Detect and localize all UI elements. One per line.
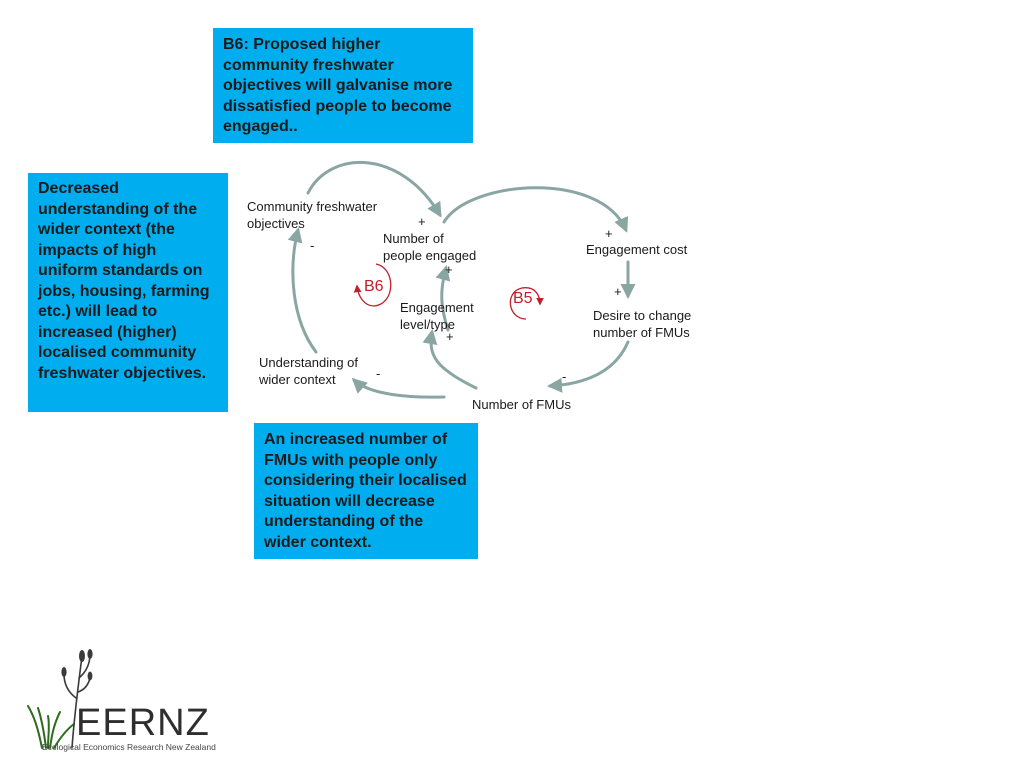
variable-understanding: Understanding of wider context: [259, 355, 359, 387]
eernz-logo: [27, 649, 93, 749]
logo-tagline: Ecological Economics Research New Zealan…: [42, 742, 216, 752]
sign-objectives-to-engaged: +: [418, 214, 426, 229]
link-understanding-to-objectives: [287, 227, 318, 354]
variable-community-objectives: Community freshwater objectives: [247, 199, 378, 231]
sign-level-to-engaged: +: [445, 262, 453, 277]
variable-desire-change: Desire to change number of FMUs: [593, 308, 692, 340]
variable-people-engaged: Number of people engaged: [383, 231, 477, 263]
variable-engagement-cost: Engagement cost: [586, 242, 688, 257]
link-fmus-to-understanding: [351, 377, 446, 399]
link-objectives-to-engaged: [306, 160, 442, 218]
logo-wordmark: EERNZ: [76, 702, 210, 744]
sign-desire-to-fmus: -: [562, 369, 567, 384]
sign-understanding-to-objectives: -: [310, 238, 315, 253]
sign-engaged-to-cost: +: [605, 226, 613, 241]
sign-cost-to-desire: +: [614, 284, 622, 299]
callout-increased-fmus: An increased number of FMUs with people …: [254, 423, 478, 559]
callout-decreased-understanding: Decreased understanding of the wider con…: [28, 173, 228, 412]
link-level-to-engaged: [435, 265, 451, 332]
sign-fmus-to-level: +: [446, 329, 454, 344]
variable-number-fmus: Number of FMUs: [472, 397, 571, 412]
link-engaged-to-cost: [442, 186, 629, 233]
link-desire-to-fmus: [547, 340, 630, 393]
loop-label-b6: B6: [364, 278, 384, 295]
loop-b6-arc: [353, 263, 392, 307]
sign-fmus-to-understanding: -: [376, 366, 381, 381]
variable-engagement-level: Engagement level/type: [400, 300, 474, 332]
link-fmus-to-level: [422, 329, 478, 390]
callout-b6-proposed-objectives: B6: Proposed higher community freshwater…: [213, 28, 473, 143]
loop-b5-arc: [509, 287, 544, 320]
loop-label-b5: B5: [513, 290, 533, 307]
